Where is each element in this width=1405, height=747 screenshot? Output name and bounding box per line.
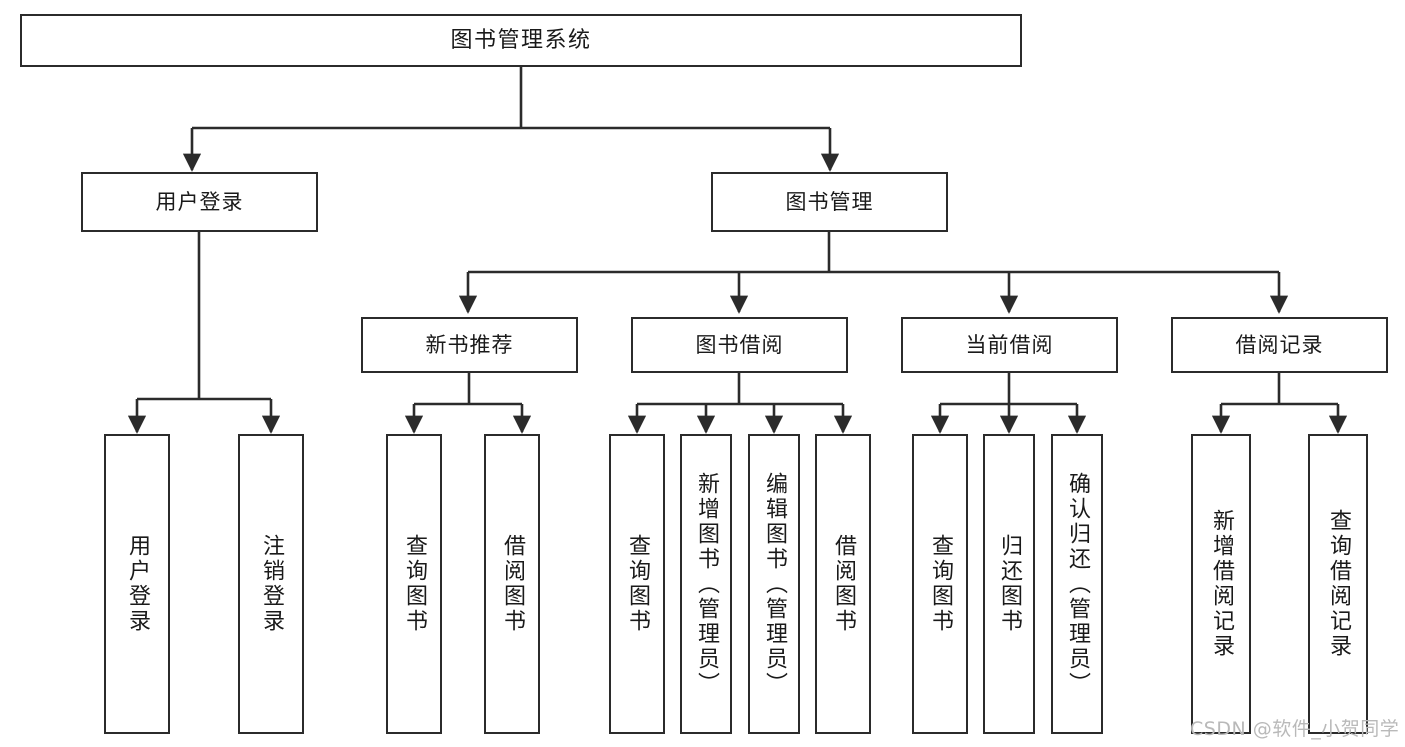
node-leaf-query-record[interactable]: 查询借阅记录 [1308,434,1368,734]
node-leaf-confirm-return-label: 确认归还（管理员） [1065,471,1090,697]
node-leaf-logout-label: 注销登录 [259,534,284,634]
node-leaf-query-book-1-label: 查询图书 [402,534,427,634]
node-leaf-edit-book-label: 编辑图书（管理员） [762,471,787,697]
node-leaf-query-record-label: 查询借阅记录 [1326,509,1351,659]
node-book-borrow[interactable]: 图书借阅 [631,317,848,373]
node-leaf-return-book[interactable]: 归还图书 [983,434,1035,734]
node-leaf-logout[interactable]: 注销登录 [238,434,304,734]
node-leaf-query-book-3-label: 查询图书 [928,534,953,634]
node-leaf-borrow-book-1[interactable]: 借阅图书 [484,434,540,734]
node-book-manage[interactable]: 图书管理 [711,172,948,232]
node-leaf-query-book-2[interactable]: 查询图书 [609,434,665,734]
csdn-watermark: CSDN @软件_小贺同学 [1190,718,1400,740]
node-leaf-add-book-label: 新增图书（管理员） [694,471,719,697]
node-leaf-query-book-1[interactable]: 查询图书 [386,434,442,734]
node-leaf-edit-book[interactable]: 编辑图书（管理员） [748,434,800,734]
node-new-book-rec-label: 新书推荐 [425,332,514,357]
node-user-login[interactable]: 用户登录 [81,172,318,232]
node-new-book-rec[interactable]: 新书推荐 [361,317,578,373]
node-book-borrow-label: 图书借阅 [695,332,784,357]
node-leaf-add-record[interactable]: 新增借阅记录 [1191,434,1251,734]
node-root-label: 图书管理系统 [450,27,592,53]
node-leaf-add-book[interactable]: 新增图书（管理员） [680,434,732,734]
node-current-borrow[interactable]: 当前借阅 [901,317,1118,373]
node-user-login-label: 用户登录 [155,189,244,214]
node-book-manage-label: 图书管理 [785,189,874,214]
node-leaf-borrow-book-2[interactable]: 借阅图书 [815,434,871,734]
node-leaf-add-record-label: 新增借阅记录 [1209,509,1234,659]
node-leaf-borrow-book-2-label: 借阅图书 [831,534,856,634]
node-leaf-borrow-book-1-label: 借阅图书 [500,534,525,634]
node-leaf-query-book-2-label: 查询图书 [625,534,650,634]
node-leaf-confirm-return[interactable]: 确认归还（管理员） [1051,434,1103,734]
node-leaf-return-book-label: 归还图书 [997,534,1022,634]
node-current-borrow-label: 当前借阅 [965,332,1054,357]
node-leaf-user-login-label: 用户登录 [125,534,150,634]
node-leaf-user-login[interactable]: 用户登录 [104,434,170,734]
node-borrow-record-label: 借阅记录 [1235,332,1324,357]
node-borrow-record[interactable]: 借阅记录 [1171,317,1388,373]
node-leaf-query-book-3[interactable]: 查询图书 [912,434,968,734]
node-root-book-management-system[interactable]: 图书管理系统 [20,14,1022,67]
